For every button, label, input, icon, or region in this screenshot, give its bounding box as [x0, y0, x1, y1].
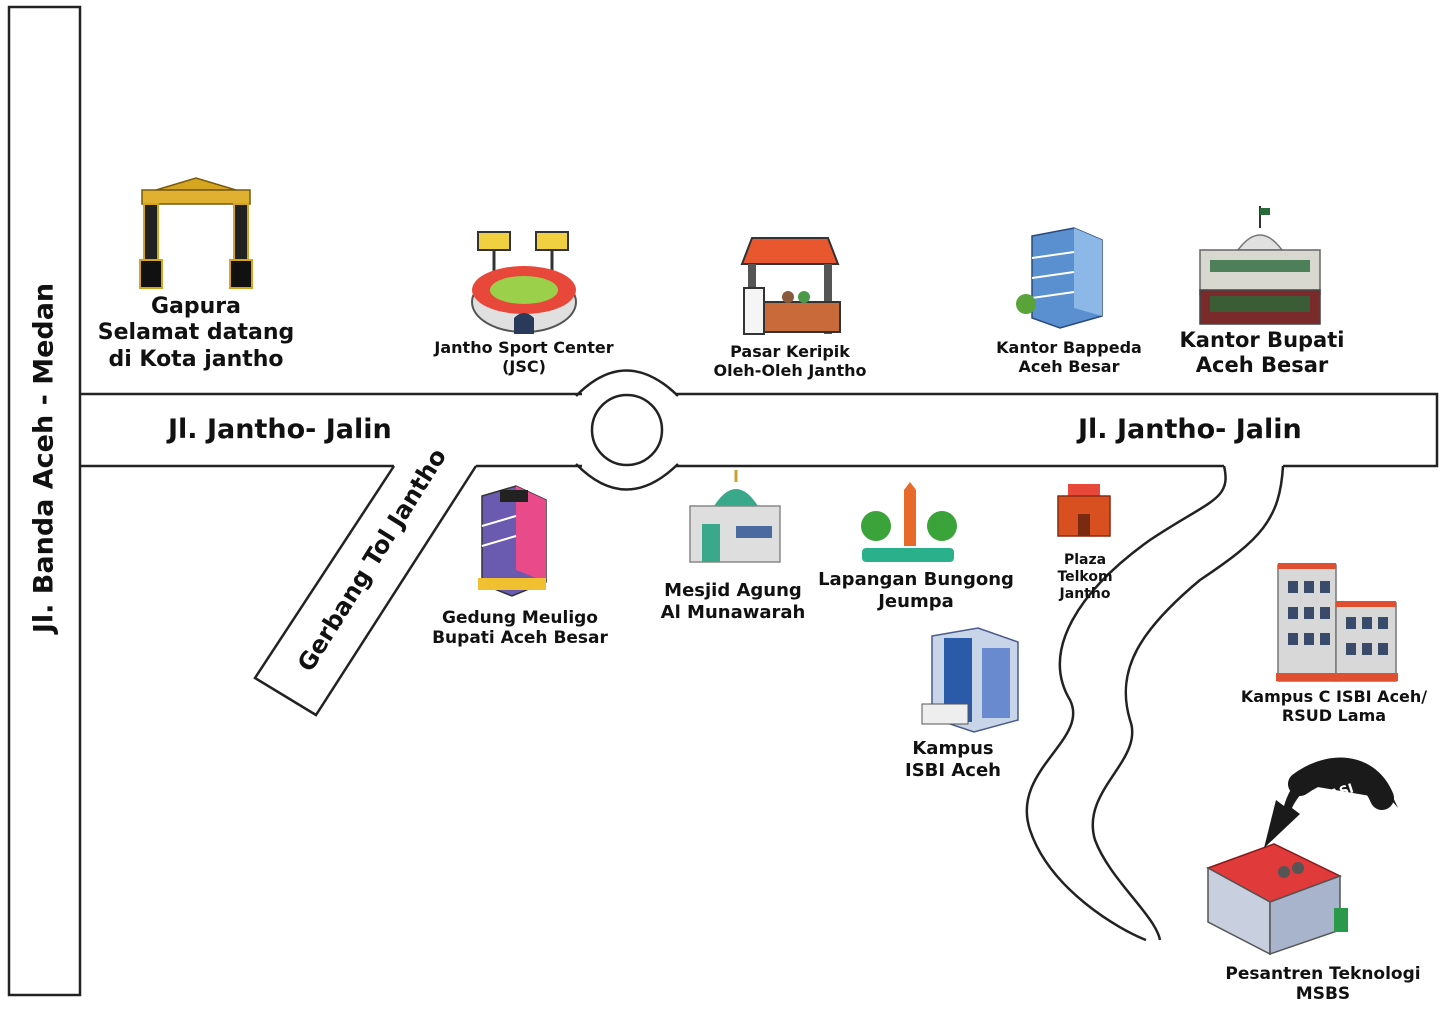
hospital-building-icon [1276, 563, 1398, 682]
label-bappeda-line2: Aceh Besar [1018, 357, 1120, 377]
label-plaza-line2: Telkom [1057, 568, 1113, 585]
label-bupati-line1: Kantor Bupati [1179, 328, 1345, 352]
road-winding-right-edge [1091, 465, 1285, 941]
roundabout-outer-bottom [575, 463, 679, 491]
roundabout-island [590, 393, 664, 467]
label-lapangan-line2: Jeumpa [878, 590, 954, 612]
label-pasar-line1: Pasar Keripik [730, 342, 850, 361]
label-mesjid-line2: Al Munawarah [660, 601, 806, 623]
label-kampus-c-line1: Kampus C ISBI Aceh/ [1240, 687, 1428, 706]
label-bupati: Kantor Bupati Aceh Besar [1180, 328, 1345, 378]
label-bappeda: Kantor Bappeda Aceh Besar [996, 338, 1142, 376]
telkom-building-icon [1057, 484, 1111, 537]
label-mesjid-line1: Mesjid Agung [664, 580, 802, 601]
label-plaza-line1: Plaza [1063, 552, 1107, 568]
label-pesantren-line2: MSBS [1295, 984, 1351, 1005]
label-meuligo: Gedung Meuligo Bupati Aceh Besar [432, 608, 608, 649]
label-pesantren-line1: Pesantren Teknologi [1225, 964, 1421, 984]
road-toll-jantho [253, 465, 478, 717]
label-gapura-line2: Selamat datang [97, 320, 295, 346]
school-building-icon [1206, 843, 1348, 956]
label-bupati-line2: Aceh Besar [1195, 353, 1329, 378]
park-monument-icon [861, 482, 957, 562]
curved-arrow-icon: LOKASI [1264, 757, 1398, 848]
label-isbi-line1: Kampus [912, 738, 994, 759]
road-jantho-jalin-right-top [676, 392, 1439, 468]
market-stall-icon [740, 237, 841, 335]
label-gapura: Gapura Selamat datang di Kota jantho [98, 294, 294, 373]
campus-building-icon [921, 627, 1019, 733]
label-jsc-line2: (JSC) [502, 357, 546, 377]
roundabout-outer-top [575, 369, 679, 397]
road-network [7, 5, 1439, 997]
label-bappeda-line1: Kantor Bappeda [996, 338, 1142, 357]
gate-icon [139, 177, 253, 289]
label-mesjid: Mesjid Agung Al Munawarah [661, 580, 806, 623]
label-plaza-line3: Jantho [1059, 585, 1111, 602]
label-pasar: Pasar Keripik Oleh-Oleh Jantho [713, 342, 866, 380]
office-tower-icon [1016, 227, 1103, 329]
government-building-icon [1199, 206, 1321, 325]
label-pasar-line2: Oleh-Oleh Jantho [713, 361, 867, 381]
label-lapangan-line1: Lapangan Bungong [818, 569, 1014, 590]
label-meuligo-line2: Bupati Aceh Besar [432, 628, 608, 649]
road-label-jantho-jalin-right: Jl. Jantho- Jalin [1078, 414, 1302, 445]
label-jsc: Jantho Sport Center (JSC) [434, 338, 613, 376]
label-jsc-line1: Jantho Sport Center [434, 338, 614, 357]
label-gapura-line1: Gapura [150, 294, 241, 319]
label-isbi: Kampus ISBI Aceh [905, 738, 1001, 781]
label-isbi-line2: ISBI Aceh [905, 759, 1001, 781]
label-meuligo-line1: Gedung Meuligo [441, 608, 598, 628]
road-winding-left-edge [1025, 465, 1227, 942]
stadium-icon [471, 231, 577, 334]
label-kampus-c: Kampus C ISBI Aceh/ RSUD Lama [1241, 687, 1427, 725]
label-gapura-line3: di Kota jantho [108, 346, 284, 372]
label-kampus-c-line2: RSUD Lama [1281, 706, 1387, 726]
road-label-banda-aceh-medan: Jl. Banda Aceh - Medan [28, 282, 60, 634]
apartment-building-icon [478, 485, 547, 597]
label-plaza: Plaza Telkom Jantho [1057, 552, 1112, 602]
road-banda-aceh-medan [7, 5, 82, 997]
road-label-jantho-jalin-left: Jl. Jantho- Jalin [168, 414, 392, 445]
label-lapangan: Lapangan Bungong Jeumpa [818, 569, 1014, 612]
label-pesantren: Pesantren Teknologi MSBS [1225, 964, 1420, 1005]
mosque-icon [689, 470, 781, 563]
